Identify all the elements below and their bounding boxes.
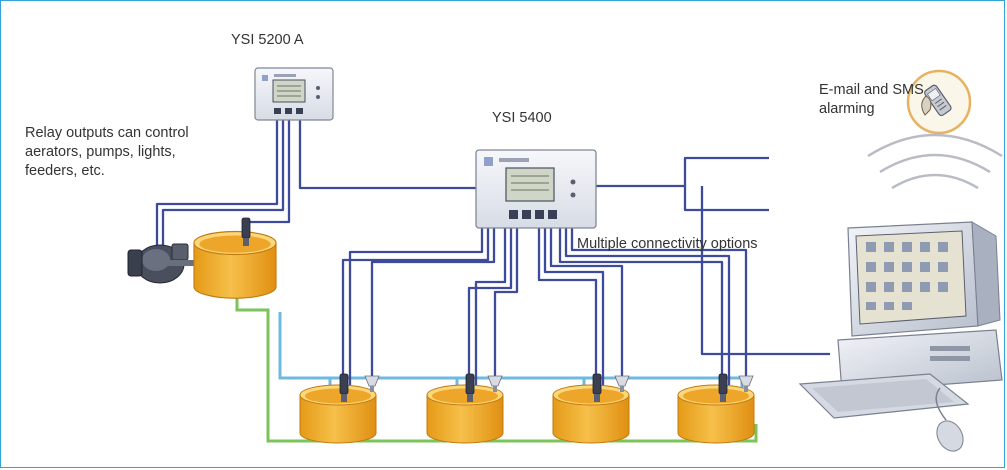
aerator-icon <box>127 243 198 284</box>
tank-icon <box>299 373 380 444</box>
mobile-phone-icon <box>906 69 972 135</box>
ysi-5400-label: YSI 5400 <box>492 110 552 126</box>
relay-outputs-line: Relay outputs can control <box>25 125 189 141</box>
ysi-5200a-label: YSI 5200 A <box>231 32 304 48</box>
main-tank-icon <box>193 217 277 299</box>
alarming-label: E-mail and SMS alarming <box>819 81 924 119</box>
computer-icon <box>798 221 1003 452</box>
alarming-line: alarming <box>819 101 875 117</box>
relay-outputs-label: Relay outputs can control aerators, pump… <box>25 124 189 181</box>
ysi-5400-controller-icon <box>475 149 597 229</box>
tank-icon <box>677 373 755 444</box>
tank-icon <box>552 373 630 444</box>
signal-cables <box>155 118 830 390</box>
wireless-signal-icon <box>867 133 1003 190</box>
alarming-line: E-mail and SMS <box>819 82 924 98</box>
connectivity-label: Multiple connectivity options <box>577 236 758 252</box>
tank-icon <box>426 373 504 444</box>
ysi-5200a-controller-icon <box>254 67 334 121</box>
relay-outputs-line: feeders, etc. <box>25 163 105 179</box>
relay-outputs-line: aerators, pumps, lights, <box>25 144 176 160</box>
